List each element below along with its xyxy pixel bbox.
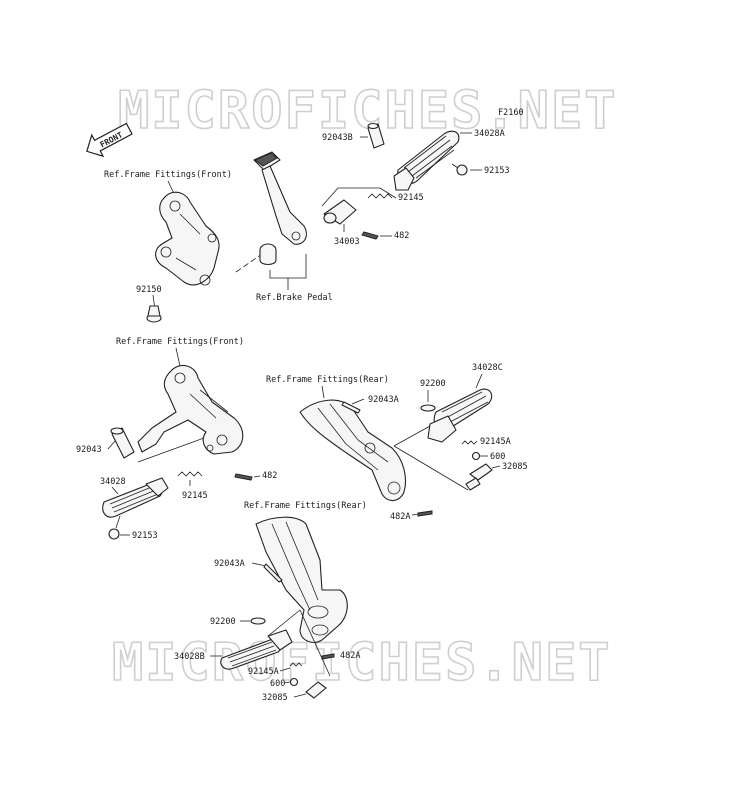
part-92150: 92150 xyxy=(136,285,162,295)
rear-bracket-right xyxy=(299,399,407,502)
washer-92200-b xyxy=(250,617,266,625)
part-92043B: 92043B xyxy=(322,133,353,143)
ball-600-a xyxy=(471,451,481,461)
ref-frame-rear-1: Ref.Frame Fittings(Rear) xyxy=(266,375,389,385)
part-600-a: 600 xyxy=(490,452,505,462)
watermark-top: MICROFICHES.NET xyxy=(118,81,618,141)
ref-brake-pedal: Ref.Brake Pedal xyxy=(256,293,333,303)
pin-92043A-b xyxy=(263,563,283,583)
washer-92200-a xyxy=(420,404,436,412)
part-34028A: 34028A xyxy=(474,129,505,139)
pin-92043A-a xyxy=(341,401,361,414)
bolt-92153-b xyxy=(108,515,121,540)
part-92153-a: 92153 xyxy=(484,166,510,176)
part-32085-b: 32085 xyxy=(262,693,288,703)
brake-pedal xyxy=(253,151,307,245)
part-92145-a: 92145 xyxy=(398,193,424,203)
detent-plate-32085-b xyxy=(305,681,327,699)
circlip-482-b xyxy=(234,473,253,481)
part-92043: 92043 xyxy=(76,445,102,455)
ref-frame-front-1: Ref.Frame Fittings(Front) xyxy=(104,170,232,180)
bolt-92153-a xyxy=(451,163,468,176)
part-92153-b: 92153 xyxy=(132,531,158,541)
peg-mount-pivot xyxy=(323,199,357,225)
part-92200-a: 92200 xyxy=(420,379,446,389)
bolt-92150 xyxy=(146,305,162,323)
detent-plate-32085-a xyxy=(469,463,493,481)
spring-92145-a xyxy=(367,193,393,199)
rear-bracket-left xyxy=(255,516,348,643)
footpeg-34028C xyxy=(427,388,493,443)
part-92200-b: 92200 xyxy=(210,617,236,627)
circlip-482A-a xyxy=(417,510,433,517)
part-34028B: 34028B xyxy=(174,652,205,662)
part-482-b: 482 xyxy=(262,471,277,481)
part-34028C: 34028C xyxy=(472,363,503,373)
footpeg-34028 xyxy=(102,477,169,518)
part-482A-a: 482A xyxy=(390,512,410,522)
watermark-bottom: MICROFICHES.NET xyxy=(112,633,612,693)
part-34003: 34003 xyxy=(334,237,360,247)
part-482-a: 482 xyxy=(394,231,409,241)
circlip-482A-b xyxy=(321,653,335,660)
part-482A-b: 482A xyxy=(340,651,360,661)
part-92145A-a: 92145A xyxy=(480,437,511,447)
part-32085-a: 32085 xyxy=(502,462,528,472)
pin-92043B xyxy=(367,122,385,149)
part-92043A-a: 92043A xyxy=(368,395,399,405)
pedal-bushing xyxy=(259,243,277,266)
ref-frame-rear-2: Ref.Frame Fittings(Rear) xyxy=(244,501,367,511)
pin-92043 xyxy=(110,427,135,459)
front-bracket-left xyxy=(137,364,244,455)
part-34028: 34028 xyxy=(100,477,126,487)
ball-600-b xyxy=(289,677,299,687)
part-92145-b: 92145 xyxy=(182,491,208,501)
spring-92145A-a xyxy=(461,440,478,445)
footpeg-34028A xyxy=(393,130,460,191)
ref-frame-front-2: Ref.Frame Fittings(Front) xyxy=(116,337,244,347)
front-bracket-right xyxy=(155,191,220,286)
part-92043A-b: 92043A xyxy=(214,559,245,569)
diagram-code: F2160 xyxy=(498,108,524,118)
part-600-b: 600 xyxy=(270,679,285,689)
spring-92145-b xyxy=(177,471,203,477)
part-92145A-b: 92145A xyxy=(248,667,279,677)
footpeg-34028B xyxy=(220,629,293,670)
retainer-32085-a-lower xyxy=(465,477,481,491)
circlip-482-a xyxy=(361,231,379,240)
spring-92145A-b xyxy=(289,662,303,667)
